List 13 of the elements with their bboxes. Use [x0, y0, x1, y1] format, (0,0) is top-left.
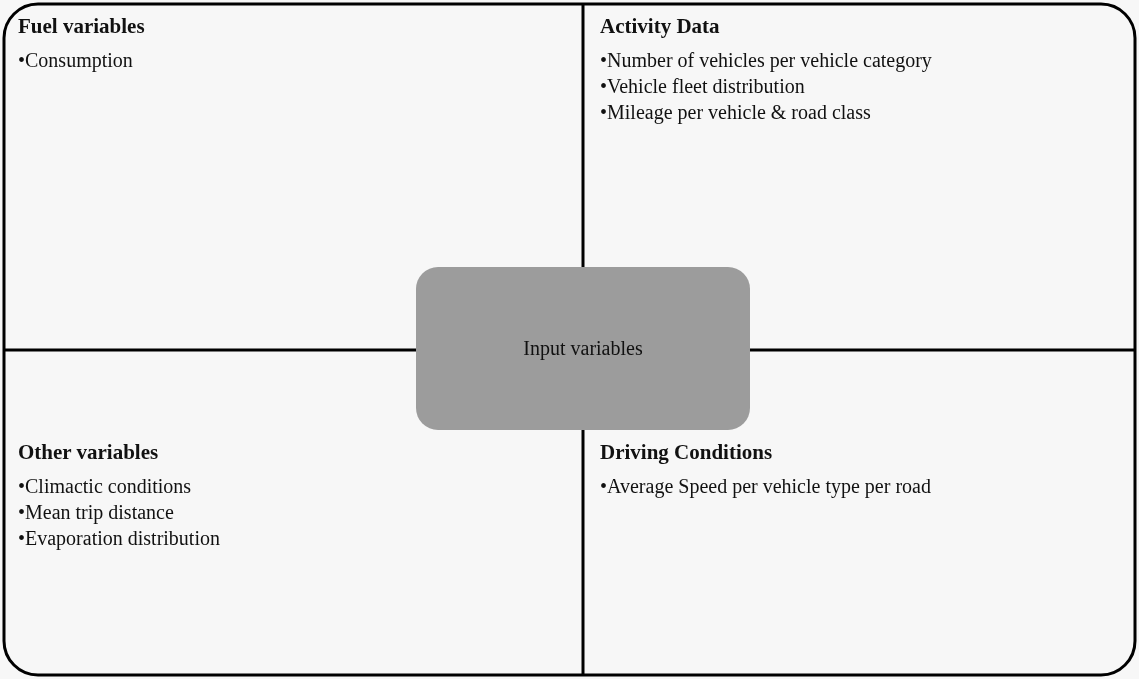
- quadrant-heading: Fuel variables: [18, 14, 145, 39]
- list-item: •Mean trip distance: [18, 500, 174, 525]
- list-item: •Climactic conditions: [18, 474, 192, 499]
- quadrant-heading: Other variables: [18, 440, 159, 465]
- list-item: •Mileage per vehicle & road class: [600, 100, 871, 125]
- list-item: •Vehicle fleet distribution: [600, 74, 805, 99]
- quadrant-heading: Activity Data: [600, 14, 720, 39]
- list-item: •Evaporation distribution: [18, 526, 220, 551]
- list-item: •Number of vehicles per vehicle category: [600, 48, 932, 73]
- quadrant-heading: Driving Conditions: [600, 440, 773, 465]
- list-item: •Consumption: [18, 48, 133, 73]
- topic-box: Input variables: [416, 267, 750, 430]
- list-item: •Average Speed per vehicle type per road: [600, 474, 931, 499]
